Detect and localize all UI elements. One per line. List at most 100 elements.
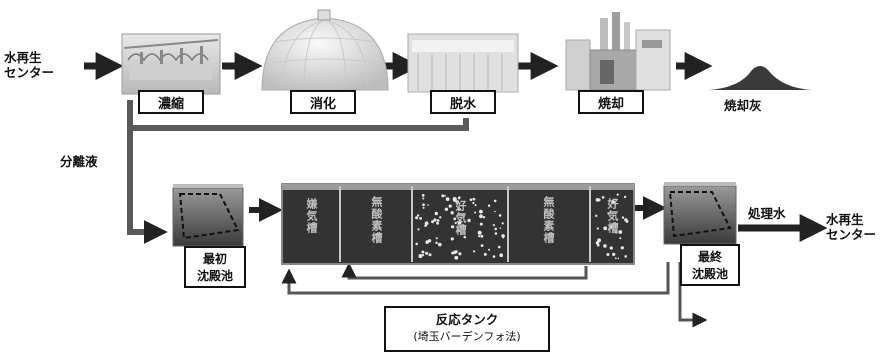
reaction-tank-box: 反応タンク (埼玉バーデンフォ法) [384, 306, 550, 352]
bubble [439, 216, 442, 219]
bubble [492, 224, 495, 227]
first-settling-line2: 沈殿池 [196, 269, 233, 283]
bubble [435, 237, 438, 240]
bubble [614, 230, 618, 234]
zone-aerobic-1: 好気槽 [454, 200, 467, 236]
return-sludge [281, 262, 670, 295]
ash-pile-illustration [708, 66, 812, 90]
bubble [625, 220, 629, 223]
zone-anaerobic: 嫌気槽 [305, 198, 318, 234]
first-settling-box: 最初 沈殿池 [184, 246, 246, 288]
bubble [595, 241, 599, 245]
arrow-separated-liquid [127, 100, 168, 244]
ash-label: 焼却灰 [724, 98, 762, 113]
bubble [448, 204, 452, 208]
bubble [425, 251, 429, 255]
bubble [419, 217, 422, 220]
step-incineration-label: 焼却 [597, 96, 624, 112]
bubble [457, 207, 461, 211]
bubble [494, 227, 498, 231]
bubble [616, 193, 619, 196]
input-label-line1: 水再生 [4, 50, 42, 65]
bubble [416, 214, 420, 217]
bubble [458, 230, 461, 232]
bubble [453, 250, 457, 254]
bubble [434, 211, 438, 216]
bubble [424, 224, 427, 227]
bubble [607, 212, 610, 215]
bubble [444, 207, 449, 211]
zone-anoxic-2: 無酸素槽 [542, 196, 555, 244]
digester-illustration [261, 9, 389, 91]
reaction-tank-title: 反応タンク [435, 312, 499, 327]
bubble [601, 196, 605, 199]
bubble [498, 214, 502, 217]
bubble [457, 197, 461, 200]
bubble [614, 257, 617, 260]
return-line [130, 118, 469, 131]
zone-anoxic-1: 無酸素槽 [370, 196, 383, 244]
bubble [473, 250, 476, 253]
bubble [445, 197, 450, 202]
bubble [482, 216, 486, 219]
bubble [425, 240, 430, 244]
bubble [427, 204, 429, 206]
output-label-line1: 水再生 [826, 212, 864, 227]
bubble [611, 200, 616, 204]
bubble [434, 218, 437, 221]
bubble [620, 246, 624, 250]
final-settling-illustration [663, 182, 737, 245]
step-thickening-label: 濃縮 [157, 96, 184, 112]
bubble [458, 252, 462, 256]
bubble [494, 210, 496, 213]
bubble [483, 252, 487, 256]
bubble [450, 211, 454, 215]
bubble [609, 224, 614, 229]
bubble [474, 211, 477, 214]
bubble [487, 204, 491, 207]
bubble [603, 226, 608, 231]
bubble [417, 228, 420, 231]
bubble [595, 198, 600, 202]
bubble [618, 230, 623, 234]
bubble [435, 241, 438, 244]
bubble [455, 200, 460, 205]
bubble [421, 254, 425, 257]
aeration-bubbles [415, 194, 505, 260]
incinerator-illustration [565, 12, 671, 91]
step-dewatering-label: 脱水 [449, 96, 476, 112]
bubble [441, 194, 445, 198]
bubble [499, 253, 504, 257]
dewatering-illustration [407, 33, 519, 93]
bubble [624, 255, 627, 258]
bubble [457, 221, 462, 225]
reaction-tank-subtitle: (埼玉バーデンフォ法) [413, 330, 521, 343]
reaction-tank-illustration [281, 183, 635, 265]
step-digestion: 消化 [290, 90, 356, 114]
input-center-label: 水再生 センター [4, 50, 54, 80]
bubble [461, 214, 464, 216]
output-label-line2: センター [826, 227, 877, 242]
bubble [499, 227, 502, 229]
bubble [494, 232, 498, 235]
bubble [619, 237, 622, 240]
bubble [453, 217, 457, 221]
bubble [497, 245, 501, 249]
bubble [422, 197, 425, 200]
step-digestion-label: 消化 [309, 96, 336, 112]
bubble [621, 216, 625, 219]
bubble [479, 214, 483, 219]
bubble [479, 222, 483, 226]
bubble [501, 222, 504, 225]
final-settling-line1: 最終 [697, 250, 722, 264]
bubble [597, 243, 600, 247]
bubble [596, 227, 599, 230]
bubble [454, 255, 459, 260]
first-settling-illustration [172, 184, 244, 247]
bubble [477, 230, 482, 235]
bubble [431, 220, 435, 224]
bubble [424, 221, 429, 226]
step-incineration: 焼却 [578, 90, 644, 114]
bubble [501, 234, 505, 238]
